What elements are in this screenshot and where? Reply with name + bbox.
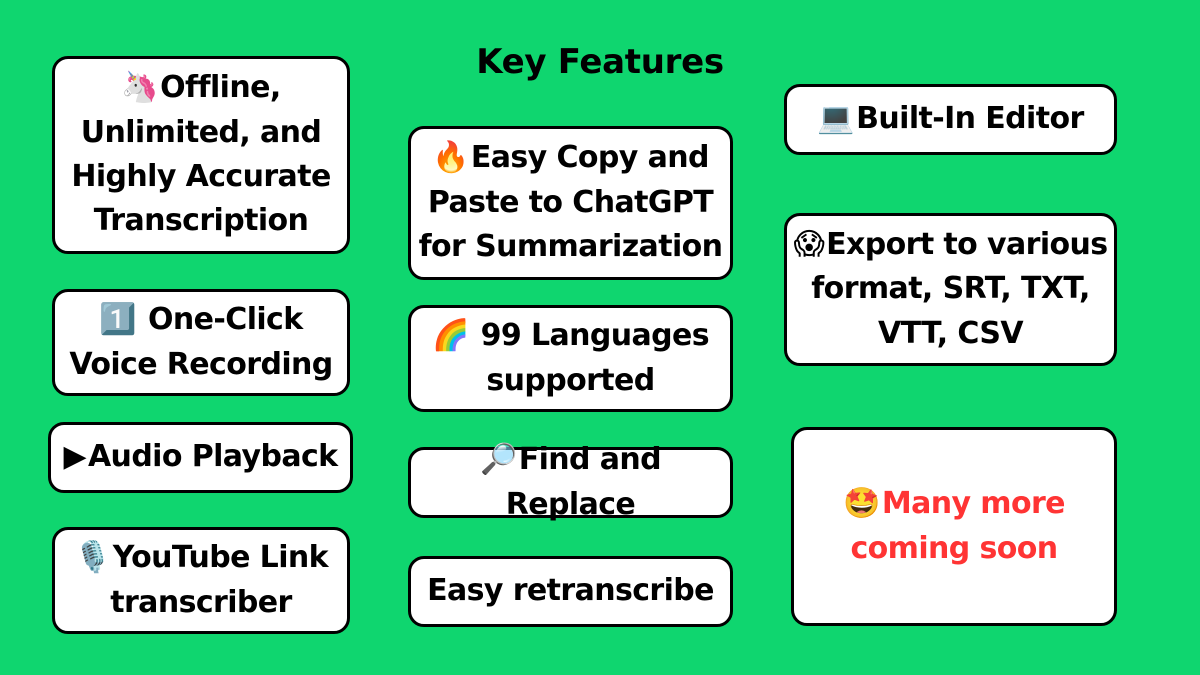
feature-text: 🔎Find and Replace [479, 442, 662, 522]
laptop-icon: 💻 [817, 101, 855, 137]
feature-card-voice-recording: 1️⃣ One-Click Voice Recording [52, 289, 350, 396]
feature-card-export: 😱Export to various format, SRT, TXT, VTT… [784, 213, 1117, 366]
feature-text: 💻Built-In Editor [817, 101, 1084, 137]
feature-card-find-replace: 🔎Find and Replace [408, 442, 733, 522]
feature-card-copy-paste: 🔥Easy Copy and Paste to ChatGPT for Summ… [408, 126, 733, 280]
screaming-face-icon: 😱 [793, 226, 825, 262]
feature-card-coming-soon: 🤩Many more coming soon [791, 427, 1117, 626]
rainbow-icon: 🌈 [431, 318, 469, 354]
feature-text: 😱Export to various format, SRT, TXT, VTT… [793, 226, 1108, 351]
microphone-icon: 🎙️ [73, 540, 111, 576]
feature-card-editor: 💻Built-In Editor [784, 84, 1117, 155]
feature-text: 1️⃣ One-Click Voice Recording [69, 302, 333, 382]
page-title: Key Features [476, 42, 724, 82]
feature-text: 🤩Many more coming soon [843, 486, 1065, 566]
feature-card-youtube: 🎙️YouTube Link transcriber [52, 527, 350, 634]
star-struck-icon: 🤩 [843, 486, 880, 522]
fire-icon: 🔥 [432, 140, 469, 176]
feature-text: 🌈 99 Languages supported [431, 318, 710, 398]
magnifier-icon: 🔎 [479, 442, 517, 478]
feature-text: Easy retranscribe [427, 573, 714, 609]
number-one-icon: 1️⃣ [99, 302, 137, 338]
feature-card-offline: 🦄Offline, Unlimited, and Highly Accurate… [52, 56, 350, 254]
feature-text: 🦄Offline, Unlimited, and Highly Accurate… [71, 70, 331, 239]
feature-card-retranscribe: Easy retranscribe [408, 556, 733, 627]
feature-card-audio-playback: ▶Audio Playback [48, 422, 353, 493]
feature-text: 🎙️YouTube Link transcriber [73, 540, 329, 620]
feature-text: 🔥Easy Copy and Paste to ChatGPT for Summ… [418, 140, 723, 265]
unicorn-icon: 🦄 [121, 70, 159, 106]
feature-card-languages: 🌈 99 Languages supported [408, 305, 733, 412]
feature-text: ▶Audio Playback [63, 439, 338, 475]
play-icon: ▶ [63, 439, 86, 475]
